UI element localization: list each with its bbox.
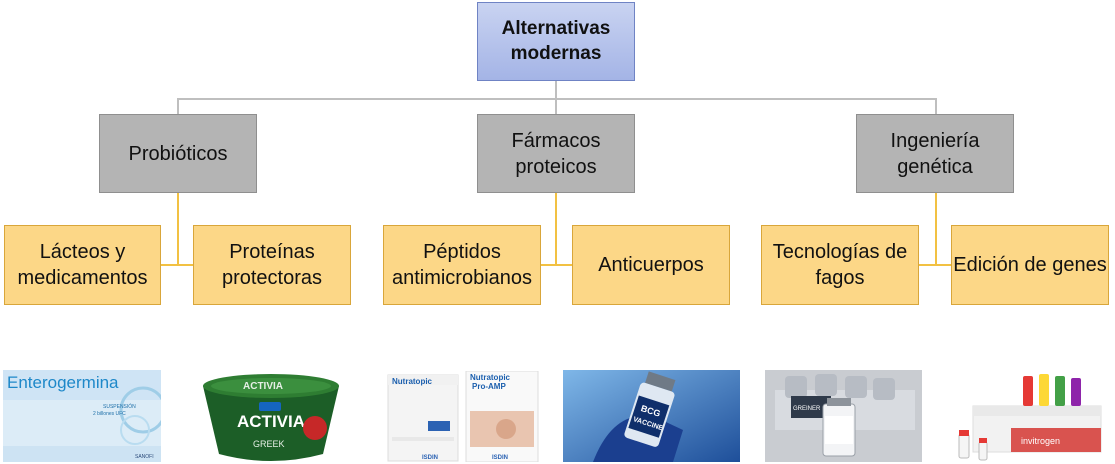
leaf-connector-h-farmacos — [540, 264, 573, 266]
leaf-label: Anticuerpos — [598, 254, 704, 276]
enterogermina-brand: Enterogermina — [7, 373, 119, 392]
leaf-edicion-genes: Edición de genes — [951, 225, 1109, 305]
category-farmacos-proteicos: Fármacos proteicos — [477, 114, 635, 193]
category-label: Probióticos — [128, 142, 228, 165]
category-bus-line — [177, 98, 937, 100]
vials-maker: GREINER — [793, 406, 821, 412]
leaf-connector-farmacos — [555, 192, 557, 265]
nutratopic-maker: ISDIN — [492, 455, 508, 461]
leaf-label: Péptidos — [423, 241, 501, 263]
leaf-connector-probioticos — [177, 192, 179, 265]
photo-nutratopic-cream: Nutratopic ISDIN Nutratopic Pro-AMP ISDI… — [386, 371, 542, 462]
leaf-label: Edición de genes — [953, 254, 1107, 276]
leaf-anticuerpos: Anticuerpos — [572, 225, 730, 305]
nutratopic-brand: Nutratopic — [392, 377, 433, 386]
photo-bcg-vaccine-vial: BCG VACCINE — [563, 370, 740, 462]
leaf-label: medicamentos — [17, 267, 148, 289]
enterogermina-maker: SANOFI — [135, 454, 154, 460]
svg-text:ACTIVIA: ACTIVIA — [243, 381, 283, 392]
category-label: proteicos — [515, 155, 597, 178]
leaf-label: antimicrobianos — [391, 267, 533, 289]
nutratopic-sub: Pro-AMP — [472, 382, 506, 391]
connector-ingenieria — [935, 98, 937, 116]
leaf-label: fagos — [815, 267, 865, 289]
leaf-label: protectoras — [221, 267, 323, 289]
photo-phage-vials: GREINER — [765, 370, 922, 462]
svg-text:Nutratopic: Nutratopic — [470, 373, 511, 382]
svg-text:ISDIN: ISDIN — [422, 455, 438, 461]
photo-activia-cup: ACTIVIA ACTIVIA GREEK — [195, 372, 347, 462]
activia-sub: GREEK — [253, 439, 285, 449]
activia-brand: ACTIVIA — [237, 412, 305, 431]
photo-enterogermina-box: Enterogermina SUSPENSIÓN 2 billones UFC … — [3, 370, 161, 462]
leaf-tecnologias-fagos: Tecnologías de fagos — [761, 225, 919, 305]
leaf-connector-h-ingenieria — [918, 264, 952, 266]
leaf-peptidos-antimicrobianos: Péptidos antimicrobianos — [383, 225, 541, 305]
category-label: genética — [897, 155, 973, 178]
category-ingenieria-genetica: Ingeniería genética — [856, 114, 1014, 193]
root-label-line1: Alternativas — [501, 17, 611, 39]
root-node: Alternativas modernas — [477, 2, 635, 81]
invitrogen-maker: invitrogen — [1021, 436, 1060, 446]
category-label: Ingeniería — [890, 129, 980, 152]
leaf-connector-h-probioticos — [160, 264, 194, 266]
connector-farmacos — [555, 98, 557, 116]
leaf-label: Tecnologías de — [772, 241, 908, 263]
category-label: Fármacos — [511, 129, 601, 152]
leaf-label: Proteínas — [229, 241, 315, 263]
root-label-line2: modernas — [510, 42, 602, 64]
photo-invitrogen-kit: invitrogen — [949, 372, 1111, 462]
connector-probioticos — [177, 98, 179, 116]
category-probioticos: Probióticos — [99, 114, 257, 193]
leaf-label: Lácteos y — [39, 241, 126, 263]
enterogermina-sub2: 2 billones UFC — [93, 411, 126, 417]
leaf-proteinas-protectoras: Proteínas protectoras — [193, 225, 351, 305]
leaf-connector-ingenieria — [935, 192, 937, 265]
leaf-lacteos-medicamentos: Lácteos y medicamentos — [4, 225, 161, 305]
root-connector — [555, 80, 557, 100]
enterogermina-sub1: SUSPENSIÓN — [103, 403, 136, 410]
